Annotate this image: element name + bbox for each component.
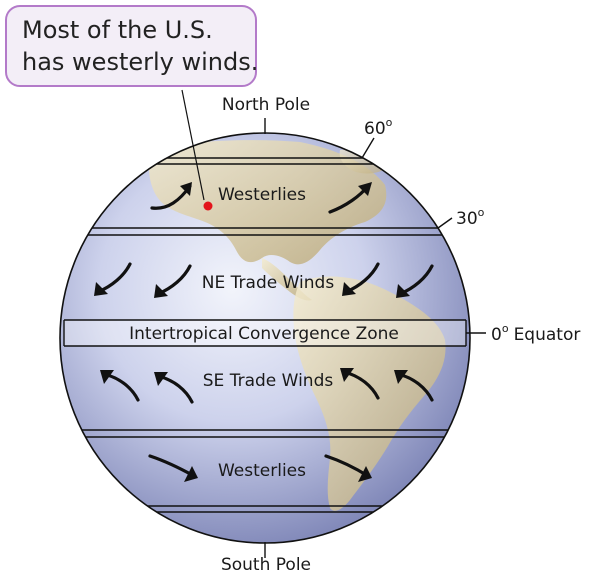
ne-trade-winds-label: NE Trade Winds <box>202 273 335 293</box>
north-america <box>148 140 387 265</box>
arrow-se-trade-4 <box>394 370 434 402</box>
north-pole-label: North Pole <box>222 95 310 115</box>
lat60-tick <box>361 137 375 159</box>
arrow-ne-trade-1 <box>94 262 132 296</box>
south-america <box>293 276 446 511</box>
callout-pointer <box>181 89 205 201</box>
arrow-se-trade-3 <box>340 368 380 400</box>
callout-bubble <box>5 5 257 87</box>
itcz-label: Intertropical Convergence Zone <box>129 324 399 344</box>
callout-line-2: has westerly winds. <box>22 48 258 76</box>
westerlies-north-label: Westerlies <box>218 185 306 205</box>
globe <box>59 118 486 558</box>
itcz-band <box>63 319 467 347</box>
continents <box>148 140 446 511</box>
arrow-se-trade-2 <box>154 372 194 404</box>
lat60-label: 60o <box>364 116 393 139</box>
arrow-westerly-n1 <box>150 182 192 210</box>
arrow-ne-trade-3 <box>342 262 380 296</box>
lat30-label: 30o <box>456 206 485 229</box>
arrow-westerly-n2 <box>328 182 372 214</box>
arrow-westerly-s2 <box>324 454 372 482</box>
arrow-ne-trade-2 <box>154 264 192 298</box>
arrow-ne-trade-4 <box>396 264 434 298</box>
se-trade-winds-label: SE Trade Winds <box>203 371 334 391</box>
arrow-westerly-s1 <box>148 454 198 482</box>
callout: Most of the U.S. has westerly winds. <box>5 5 258 201</box>
wind-arrows <box>94 182 434 482</box>
south-pole-label: South Pole <box>221 555 311 575</box>
arrow-se-trade-1 <box>100 370 140 402</box>
westerlies-south-label: Westerlies <box>218 461 306 481</box>
callout-line-1: Most of the U.S. <box>22 16 213 44</box>
lat30-tick <box>437 217 453 229</box>
us-location-marker <box>203 201 213 211</box>
